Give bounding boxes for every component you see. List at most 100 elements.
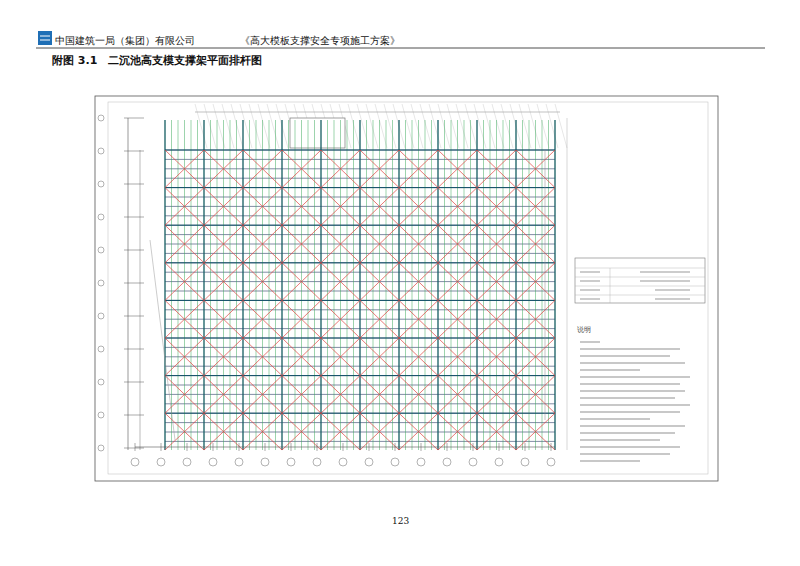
diagonal-brace bbox=[399, 376, 438, 414]
diagonal-brace bbox=[204, 188, 243, 226]
legend-row bbox=[575, 295, 705, 296]
axis-bubble bbox=[547, 458, 555, 466]
dimension-tick bbox=[551, 443, 552, 451]
diagonal-brace bbox=[399, 225, 438, 263]
diagonal-brace bbox=[360, 263, 399, 301]
diagonal-brace bbox=[321, 376, 360, 414]
diagonal-brace bbox=[204, 150, 243, 188]
diagonal-brace bbox=[282, 376, 321, 414]
diagonal-brace bbox=[438, 263, 477, 301]
diagonal-brace bbox=[204, 338, 243, 376]
diagonal-brace bbox=[477, 338, 516, 376]
axis-bubble bbox=[98, 115, 104, 121]
diagonal-brace bbox=[516, 413, 555, 450]
diagonal-brace bbox=[477, 376, 516, 414]
diagonal-brace bbox=[282, 338, 321, 376]
diagonal-brace bbox=[321, 188, 360, 226]
dimension-tick bbox=[135, 443, 136, 451]
axis-bubble bbox=[98, 214, 104, 220]
diagonal-brace bbox=[204, 413, 243, 450]
diagonal-brace bbox=[477, 188, 516, 226]
diagonal-brace bbox=[243, 263, 282, 301]
vertical-pole bbox=[243, 120, 244, 450]
diagonal-brace bbox=[399, 300, 438, 338]
diagonal-brace bbox=[282, 300, 321, 338]
diagonal-brace bbox=[477, 263, 516, 301]
vertical-pole bbox=[438, 120, 439, 450]
diagonal-brace bbox=[321, 225, 360, 263]
diagonal-brace bbox=[438, 338, 477, 376]
diagonal-brace bbox=[477, 225, 516, 263]
diagonal-brace bbox=[321, 338, 360, 376]
diagonal-brace bbox=[165, 300, 204, 338]
vertical-pole bbox=[165, 120, 166, 450]
dimension-tick bbox=[124, 217, 144, 218]
diagonal-brace bbox=[399, 413, 438, 450]
vertical-pole bbox=[249, 120, 250, 450]
diagonal-brace bbox=[282, 188, 321, 226]
axis-bubble bbox=[98, 445, 104, 451]
axis-bubble bbox=[469, 458, 477, 466]
note-line bbox=[580, 453, 670, 455]
document-title: 《高大模板支撑安全专项施工方案》 bbox=[240, 36, 400, 46]
diagonal-brace bbox=[477, 150, 516, 188]
axis-bubble bbox=[417, 458, 425, 466]
diagonal-brace bbox=[399, 150, 438, 188]
vertical-pole bbox=[548, 120, 549, 450]
hatch-line bbox=[492, 104, 504, 148]
note-line bbox=[580, 460, 640, 462]
hatch-line bbox=[438, 104, 450, 148]
dimension-tick bbox=[343, 443, 344, 451]
diagonal-brace bbox=[321, 300, 360, 338]
diagonal-brace bbox=[516, 376, 555, 414]
diagonal-brace bbox=[360, 188, 399, 226]
main-pole bbox=[359, 120, 360, 450]
edge-line bbox=[567, 118, 568, 450]
notes-heading: 说明 bbox=[577, 327, 591, 335]
dimension-line bbox=[135, 447, 555, 448]
vertical-pole bbox=[321, 120, 322, 450]
diagonal-brace bbox=[282, 300, 321, 338]
dimension-tick bbox=[317, 443, 318, 451]
inner-frame bbox=[108, 102, 708, 474]
diagonal-brace bbox=[438, 150, 477, 188]
legend-sample bbox=[655, 299, 690, 300]
diagonal-brace bbox=[165, 300, 204, 338]
dimension-tick bbox=[124, 283, 144, 284]
dimension-tick bbox=[265, 443, 266, 451]
legend-cell-mark bbox=[580, 289, 600, 291]
diagonal-brace bbox=[282, 263, 321, 301]
diagonal-brace bbox=[321, 413, 360, 450]
diagonal-brace bbox=[204, 300, 243, 338]
dimension-tick bbox=[473, 443, 474, 451]
diagonal-brace bbox=[438, 188, 477, 226]
note-line bbox=[580, 411, 680, 413]
vertical-pole bbox=[197, 120, 198, 450]
note-line bbox=[580, 362, 685, 364]
diagonal-brace bbox=[321, 263, 360, 301]
hatch-line bbox=[420, 104, 432, 148]
axis-bubble bbox=[313, 458, 321, 466]
vertical-pole bbox=[327, 120, 328, 450]
main-pole bbox=[203, 120, 204, 450]
diagonal-brace bbox=[243, 188, 282, 226]
main-pole bbox=[476, 120, 477, 450]
hatch-line bbox=[375, 104, 387, 148]
diagonal-brace bbox=[204, 338, 243, 376]
diagonal-brace bbox=[516, 263, 555, 301]
diagonal-brace bbox=[360, 225, 399, 263]
hatch-line bbox=[474, 104, 486, 148]
hatch-line bbox=[429, 104, 441, 148]
diagonal-brace bbox=[204, 376, 243, 414]
diagonal-brace bbox=[360, 376, 399, 414]
dimension-tick bbox=[395, 443, 396, 451]
dimension-tick bbox=[124, 118, 144, 119]
axis-bubble bbox=[98, 247, 104, 253]
diagonal-brace bbox=[477, 300, 516, 338]
hatch-line bbox=[546, 104, 558, 148]
vertical-pole bbox=[516, 120, 517, 450]
diagonal-brace bbox=[360, 413, 399, 450]
hatch-line bbox=[249, 104, 261, 148]
diagonal-brace bbox=[516, 225, 555, 263]
dimension-tick bbox=[499, 443, 500, 451]
